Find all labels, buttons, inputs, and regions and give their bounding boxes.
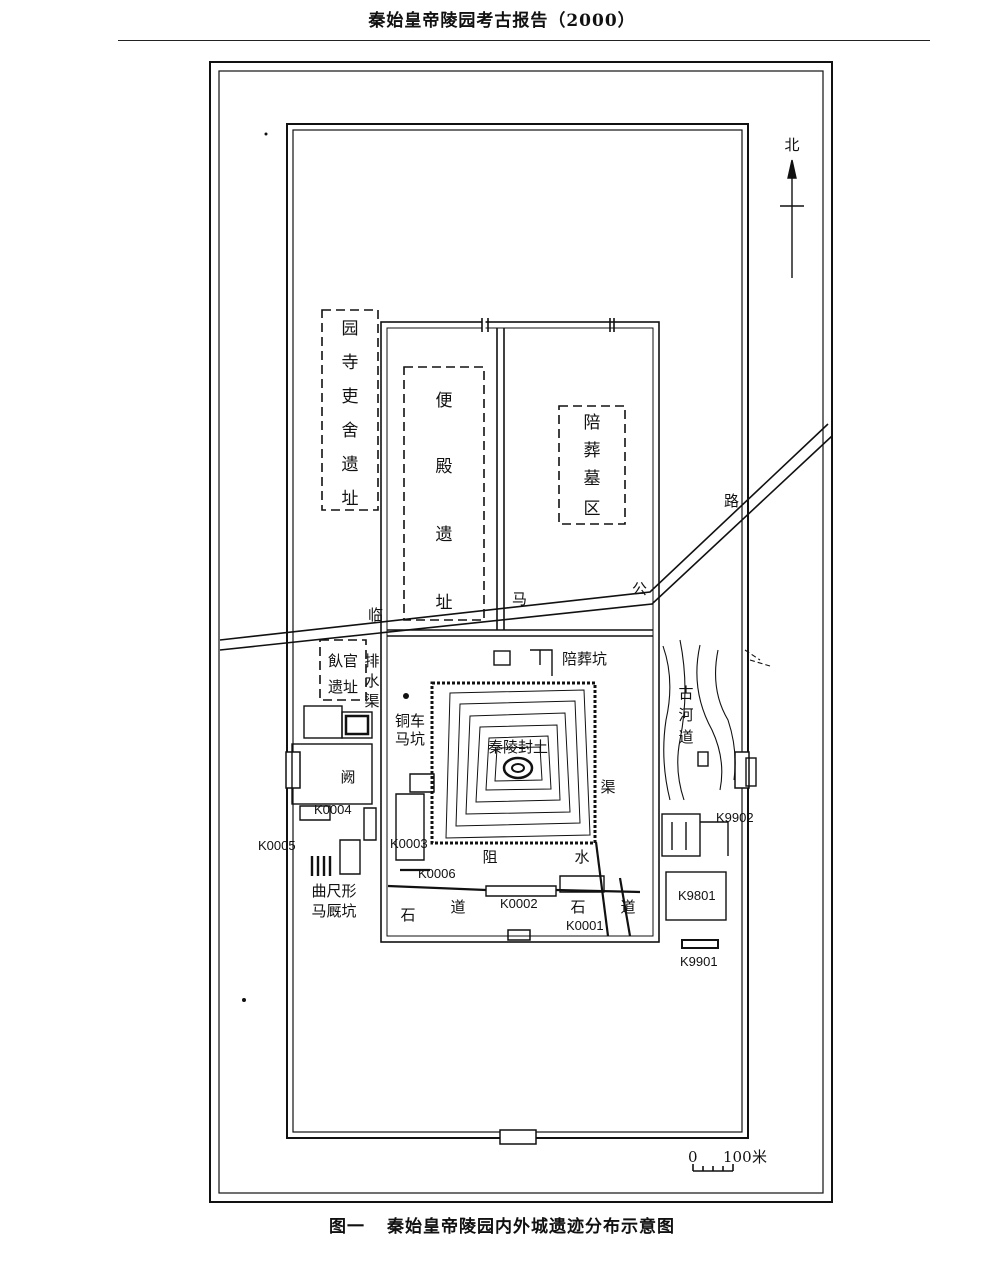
- shidao-right-char-1: 石: [570, 898, 585, 916]
- inner-wall: [286, 123, 749, 1139]
- shidao-left-char-1: 石: [400, 906, 415, 924]
- figure-caption: 图一 秦始皇帝陵园内外城遗迹分布示意图: [0, 1212, 1004, 1237]
- tongchema-line-1: 铜车: [395, 712, 425, 730]
- siguan-line-1: 飤官: [328, 652, 358, 670]
- mound-contours: [430, 681, 597, 845]
- shidao-left-char-2: 道: [450, 898, 465, 916]
- road-label-lu: 路: [724, 492, 739, 510]
- shidao-right-char-2: 道: [620, 898, 635, 916]
- qucxing-line-1: 曲尺形: [311, 882, 356, 900]
- header-rule: [118, 40, 930, 41]
- scale-zero: 0: [688, 1148, 698, 1166]
- tongchema-line-2: 马坑: [395, 730, 425, 748]
- figure-title: 秦始皇帝陵园内外城遗迹分布示意图: [387, 1217, 675, 1237]
- gates: [285, 751, 750, 1145]
- page-header: 秦始皇帝陵园考古报告（2000）: [368, 11, 636, 31]
- pit-k0006: K0006: [418, 866, 456, 881]
- paishuiqu-char-2: 水: [364, 672, 379, 690]
- siguan-line-2: 遗址: [328, 678, 358, 696]
- paishuiqu-char-3: 渠: [364, 692, 379, 710]
- pit-k0003: K0003: [390, 836, 428, 851]
- biandian-region: [403, 366, 485, 621]
- guhedao-char-3: 道: [678, 728, 693, 746]
- road-label-lin: 临: [368, 606, 383, 624]
- pit-k0005: K0005: [258, 838, 296, 853]
- peizangkeng-label: 陪葬坑: [562, 650, 607, 668]
- road-label-gong: 公: [632, 580, 647, 598]
- dashed-regions: [319, 309, 626, 701]
- peizangmu-char-1: 陪: [584, 413, 601, 433]
- mound-label: 秦陵封土: [488, 738, 548, 756]
- figure-number: 图一: [329, 1217, 365, 1237]
- pit-outlines: [291, 649, 757, 949]
- biandian-char-4: 址: [436, 593, 453, 613]
- pit-k9901: K9901: [680, 954, 718, 969]
- zushui-char-2: 水: [574, 848, 589, 866]
- que-label: 阙: [340, 768, 355, 786]
- road-label-ma: 马: [512, 590, 527, 608]
- qucxing-line-2: 马厩坑: [311, 902, 356, 920]
- yuansi-char-2: 寺: [342, 353, 359, 373]
- siguan-region: [319, 639, 367, 701]
- yuansi-char-1: 园: [342, 319, 359, 339]
- scale-length: 100: [723, 1148, 752, 1166]
- pit-k0004: K0004: [314, 802, 352, 817]
- yuansi-region: [321, 309, 379, 511]
- peizangmu-char-3: 墓: [584, 469, 601, 489]
- scale-bar: [692, 1164, 734, 1172]
- peizangmu-region: [558, 405, 626, 525]
- yuansi-char-4: 舍: [342, 421, 359, 441]
- stray-marks: [242, 132, 409, 1002]
- yuansi-char-6: 址: [342, 489, 359, 509]
- biandian-char-2: 殿: [436, 457, 453, 477]
- yuansi-char-3: 吏: [342, 387, 359, 407]
- pit-k9801: K9801: [678, 888, 716, 903]
- pit-k0002: K0002: [500, 896, 538, 911]
- pit-k9902: K9902: [716, 810, 754, 825]
- ancient-river: [662, 639, 771, 801]
- pit-k0001: K0001: [566, 918, 604, 933]
- north-label: 北: [784, 136, 799, 154]
- scale-unit: 米: [752, 1148, 767, 1166]
- biandian-char-3: 遗: [436, 525, 453, 545]
- yuansi-char-5: 遗: [342, 455, 359, 475]
- guhedao-char-2: 河: [678, 706, 693, 724]
- zushui-char-1: 阻: [482, 848, 497, 866]
- north-arrow: [780, 159, 804, 278]
- peizangmu-char-4: 区: [584, 499, 601, 519]
- outer-wall: [209, 61, 833, 1203]
- biandian-char-1: 便: [436, 391, 453, 411]
- road: [219, 423, 833, 651]
- paishuiqu-char-1: 排: [364, 652, 379, 670]
- qu-label: 渠: [600, 778, 615, 796]
- small-pit: [493, 650, 511, 666]
- stone-road: [387, 841, 641, 937]
- guhedao-char-1: 古: [678, 684, 693, 702]
- peizangmu-char-2: 葬: [584, 441, 601, 461]
